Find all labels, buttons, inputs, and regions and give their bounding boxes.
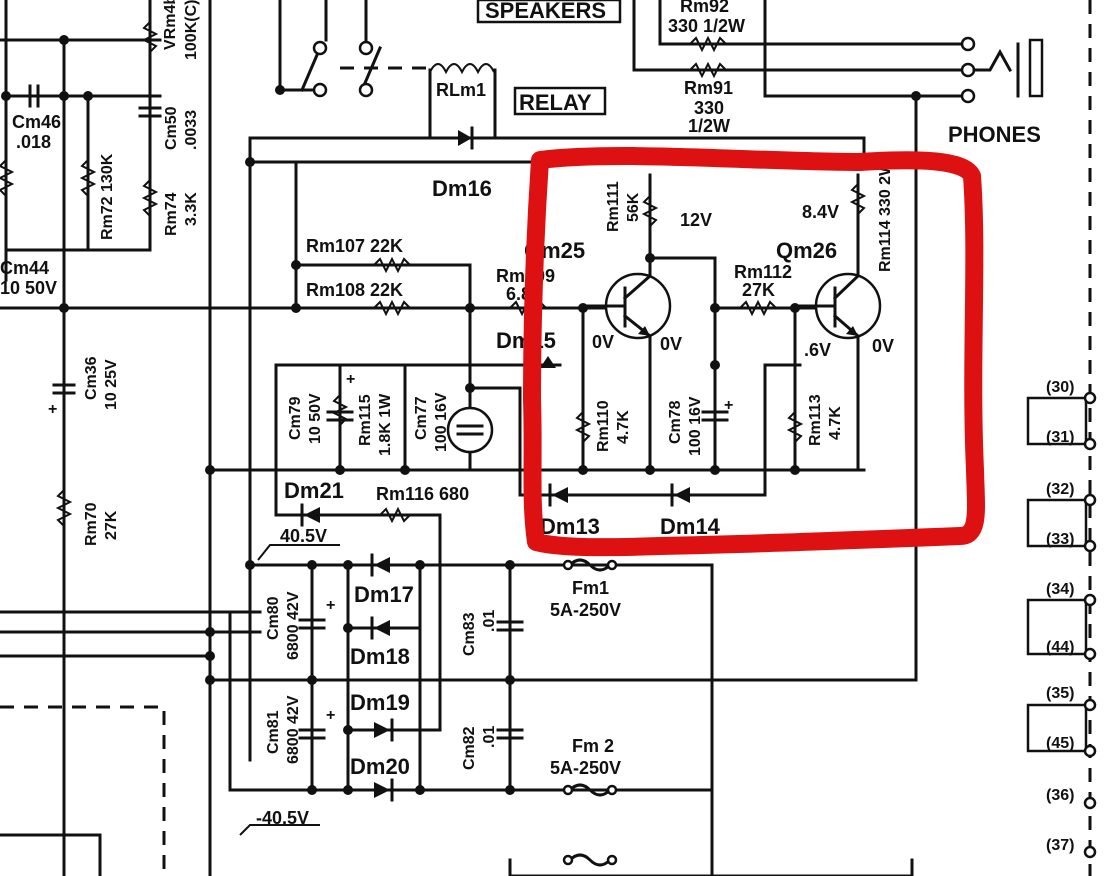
centre-wiring: [205, 0, 1092, 876]
cm81-label: Cm81: [265, 710, 282, 754]
fm1-value: 5A-250V: [550, 600, 621, 620]
dm14-label: Dm14: [660, 514, 721, 539]
rm114-label: Rm114 330 2W: [877, 160, 894, 272]
rm70-label: Rm70: [83, 502, 100, 546]
cm79-plus: +: [346, 371, 355, 388]
speakers-label: SPEAKERS: [485, 0, 606, 23]
text-labels: SPEAKERS RELAY PHONES Rm92 330 1/2W Rm91…: [0, 0, 1074, 854]
relay-box: [513, 86, 607, 116]
dm17-label: Dm17: [354, 582, 414, 607]
connector-33: (33): [1046, 531, 1074, 548]
fm1-label: Fm1: [572, 578, 609, 598]
rm107-label: Rm107 22K: [306, 236, 403, 256]
voltage-0-6v: .6V: [804, 340, 831, 360]
rm113-value: 4.7K: [827, 406, 844, 440]
rm111-value: 56K: [625, 192, 642, 222]
rm110-label: Rm110: [595, 400, 612, 452]
cm78-plus: +: [724, 397, 733, 414]
rm92-value: 330 1/2W: [668, 16, 745, 36]
vrm4b-label: VRm4b: [162, 0, 179, 50]
voltage-0v-c: 0V: [872, 336, 894, 356]
cm81-plus: +: [326, 707, 335, 724]
cm44-value: 10 50V: [0, 278, 57, 298]
rm72-label: Rm72 130K: [99, 153, 116, 240]
qm26-label: Qm26: [776, 238, 837, 263]
dm19-label: Dm19: [350, 690, 410, 715]
vrm4b-value: 100K(C): [183, 0, 200, 60]
cm77-label: Cm77: [413, 396, 430, 440]
rm92-label: Rm92: [680, 0, 729, 16]
rm108-label: Rm108 22K: [306, 280, 403, 300]
rm91-value1: 330: [694, 98, 724, 118]
rm110-value: 4.7K: [615, 410, 632, 444]
cm80-plus: +: [326, 597, 335, 614]
cm82-label: Cm82: [461, 726, 478, 770]
cm78-value: 100 16V: [687, 396, 704, 456]
cm77-value: 100 16V: [433, 392, 450, 452]
rm91-label: Rm91: [684, 78, 733, 98]
voltage-0v-a: 0V: [592, 332, 614, 352]
cm46-value: .018: [16, 132, 51, 152]
voltage-8-4v: 8.4V: [802, 202, 839, 222]
rlm1-label: RLm1: [436, 80, 486, 100]
red-highlight-outline: [523, 147, 985, 557]
voltage-0v-b: 0V: [660, 334, 682, 354]
rm70-value: 27K: [103, 510, 120, 540]
dm13-label: Dm13: [540, 514, 600, 539]
connector-37: (37): [1046, 837, 1074, 854]
rm113-label: Rm113: [807, 394, 824, 446]
speakers-box: [476, 0, 622, 24]
cm79-value: 10 50V: [307, 393, 324, 444]
rm112-value: 27K: [742, 280, 775, 300]
dm18-label: Dm18: [350, 644, 410, 669]
cm50-value: .0033: [183, 110, 200, 150]
cm83-label: Cm83: [461, 612, 478, 656]
fm2-value: 5A-250V: [550, 758, 621, 778]
cm82-value: .01: [481, 726, 498, 748]
voltage-12v: 12V: [680, 210, 712, 230]
relay-label: RELAY: [519, 90, 592, 115]
cm83-value: .01: [481, 610, 498, 632]
connector-32: (32): [1046, 481, 1074, 498]
rm112-label: Rm112: [734, 262, 792, 282]
connector-44: (44): [1046, 639, 1074, 656]
cm78-label: Cm78: [667, 400, 684, 444]
rm91-value2: 1/2W: [688, 116, 730, 136]
cm46-label: Cm46: [12, 112, 61, 132]
connector-block: [1026, 391, 1097, 859]
power-supply-wiring: [205, 544, 918, 876]
cm79-label: Cm79: [287, 396, 304, 440]
cm50-label: Cm50: [163, 106, 180, 150]
cm44-label: Cm44: [0, 258, 49, 278]
voltage-40-5v: 40.5V: [280, 526, 327, 546]
cm36-value: 10 25V: [103, 359, 120, 410]
connector-34: (34): [1046, 581, 1074, 598]
cm80-label: Cm80: [265, 596, 282, 640]
left-section-wiring: [0, 0, 262, 876]
cm36-plus: +: [48, 401, 57, 418]
rm74-label: Rm74: [163, 192, 180, 236]
connector-31: (31): [1046, 429, 1074, 446]
rm74-value: 3.3K: [183, 192, 200, 226]
phones-label: PHONES: [948, 122, 1041, 147]
cm81-value: 6800 42V: [285, 695, 302, 764]
connector-45: (45): [1046, 735, 1074, 752]
dm21-label: Dm21: [284, 478, 344, 503]
fm2-label: Fm 2: [572, 736, 614, 756]
dm20-label: Dm20: [350, 754, 410, 779]
rm111-label: Rm111: [605, 181, 622, 232]
cm36-label: Cm36: [83, 356, 100, 400]
voltage-neg-40-5v: -40.5V: [256, 808, 309, 828]
rm115-label: Rm115: [357, 394, 374, 446]
rm116-label: Rm116 680: [376, 484, 469, 504]
dm16-label: Dm16: [432, 176, 492, 201]
cm80-value: 6800 42V: [285, 591, 302, 660]
connector-36: (36): [1046, 787, 1074, 804]
connector-30: (30): [1046, 379, 1074, 396]
rm115-value: 1.8K 1W: [377, 393, 394, 456]
connector-35: (35): [1046, 685, 1074, 702]
